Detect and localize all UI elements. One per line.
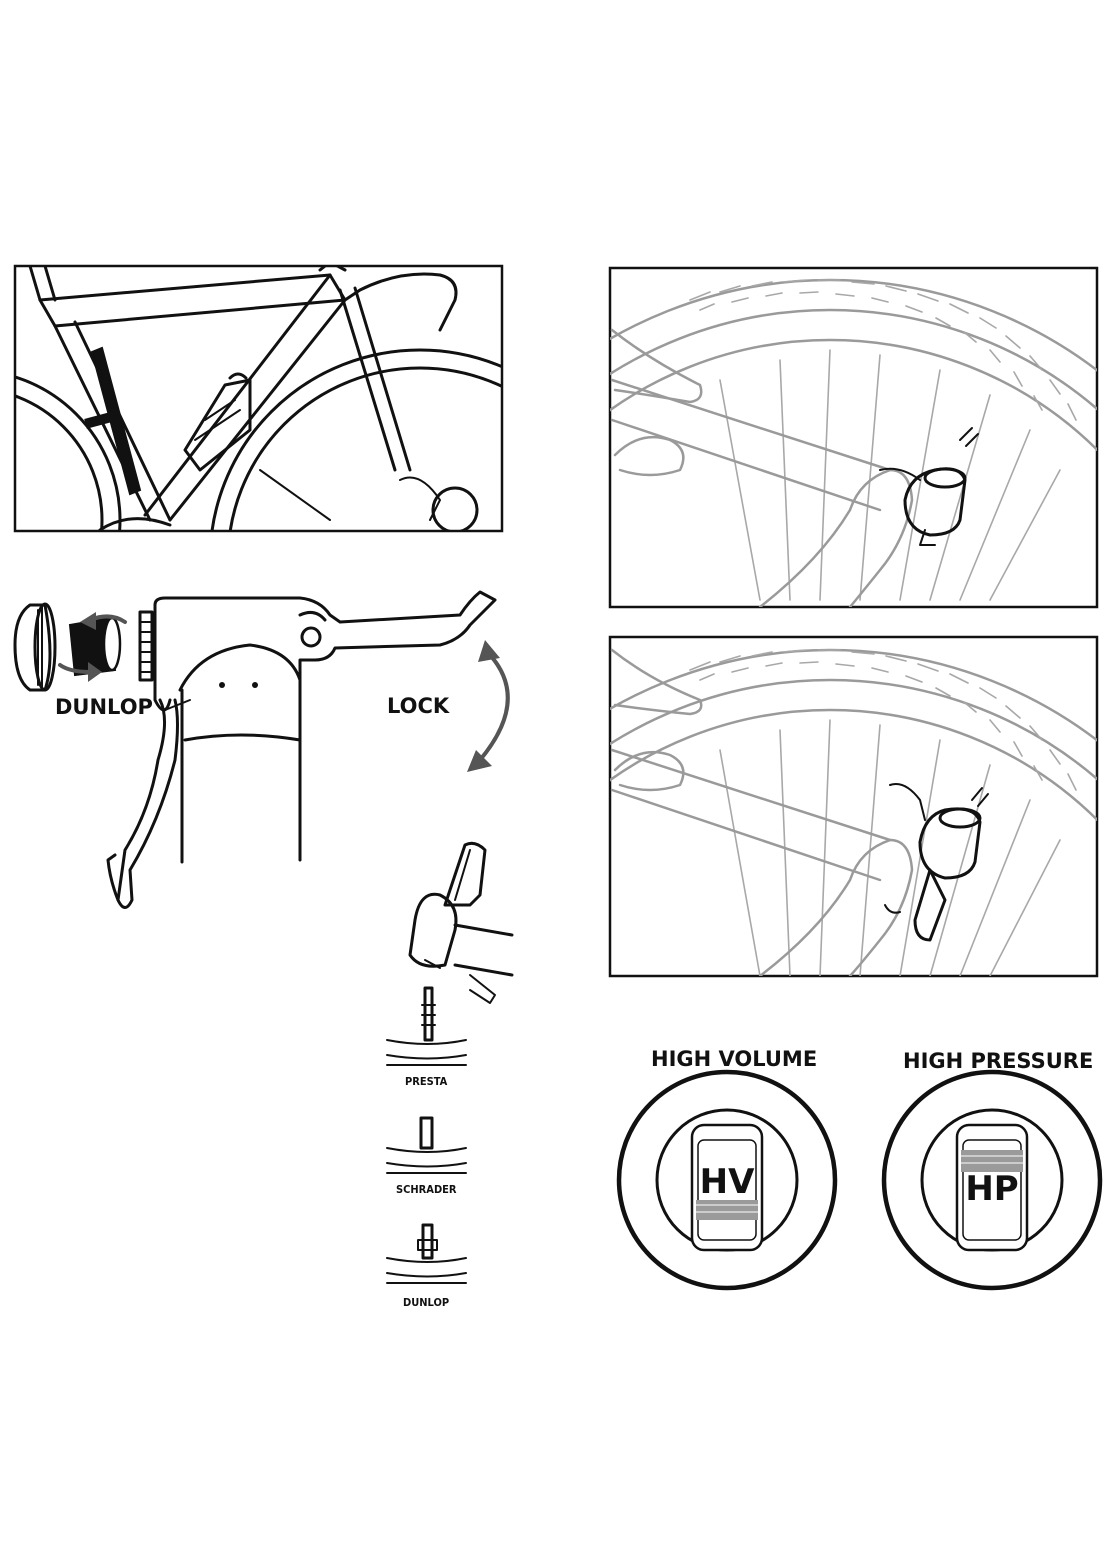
- dunlop-adapter-label: DUNLOP: [55, 695, 153, 719]
- valve-presta: PRESTA: [386, 986, 467, 1088]
- panel-frame: [608, 266, 1099, 609]
- valve-schrader: SCHRADER: [386, 1116, 467, 1196]
- panel-frame: [608, 635, 1099, 978]
- lock-rotate-arrow-icon: [467, 640, 510, 772]
- panel-frame: [13, 264, 504, 533]
- water-bottle-icon: [183, 372, 252, 472]
- adapter-cap-icon: [13, 602, 57, 692]
- dunlop-adapter-icon: [68, 616, 122, 677]
- mounted-pump-icon: [90, 346, 142, 496]
- high-pressure-title: HIGH PRESSURE: [903, 1049, 1093, 1073]
- high-volume-title: HIGH VOLUME: [651, 1047, 817, 1071]
- high-pressure-dial: HP: [881, 1069, 1103, 1291]
- head-on-valve-illustration: [408, 841, 514, 1004]
- panel-bike-mounted-pump: [13, 264, 504, 533]
- hp-badge: HP: [965, 1169, 1018, 1209]
- lock-label: LOCK: [387, 694, 450, 718]
- panel-attach-head: [608, 266, 1099, 609]
- valve-dunlop-label: DUNLOP: [403, 1296, 449, 1309]
- hv-badge: HV: [700, 1162, 755, 1202]
- high-volume-dial: HV: [616, 1069, 838, 1291]
- valve-dunlop: DUNLOP: [386, 1223, 467, 1309]
- wheel-inflation-illustration: [610, 278, 1097, 607]
- rotate-arrow-icon: [58, 612, 127, 682]
- panel-lock-lever: [608, 635, 1099, 978]
- bike-illustration: [15, 266, 502, 531]
- pump-head-icon: [879, 467, 967, 546]
- valve-presta-label: PRESTA: [405, 1075, 448, 1088]
- pump-head-detail: [13, 590, 497, 909]
- valve-schrader-label: SCHRADER: [396, 1183, 457, 1196]
- wheel-lock-illustration: [610, 648, 1097, 976]
- pump-head-locked-icon: [884, 783, 982, 942]
